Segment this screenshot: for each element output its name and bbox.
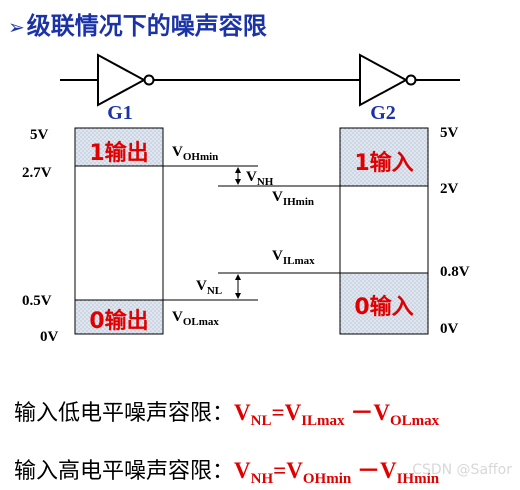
low-equation-formula: VNL=VILmax －VOLmax [234, 400, 440, 429]
input-low-band [339, 272, 429, 335]
vnl-arrow-up-icon [235, 274, 241, 280]
input-low-label: 0输入 [354, 294, 413, 320]
vnh-arrow-up-icon [235, 167, 241, 173]
output-low-label: 0输出 [89, 308, 148, 334]
voh-min-label: VOHmin [172, 144, 218, 163]
high-equation-caption: 输入高电平噪声容限： [14, 459, 235, 484]
low-equation-caption: 输入低电平噪声容限： [14, 401, 235, 426]
input-high-band [339, 127, 429, 187]
left-level-5v: 5V [30, 127, 49, 143]
vnl-arrow-down-icon [235, 293, 241, 299]
vih-min-label: VIHmin [272, 189, 314, 208]
right-level-2v: 2V [440, 181, 459, 197]
slide-title-text: 级联情况下的噪声容限 [26, 12, 267, 40]
gate-g2-label: G2 [370, 102, 396, 124]
right-level-0-8v: 0.8V [440, 264, 470, 280]
input-high-label: 1输入 [354, 150, 413, 176]
left-level-0-5v: 0.5V [22, 293, 52, 309]
gate-g1-inverter-icon [97, 53, 147, 107]
gate-g1-bubble [143, 74, 155, 86]
output-high-label: 1输出 [89, 140, 148, 166]
gate-g1-label: G1 [107, 102, 133, 124]
vol-max-label: VOLmax [172, 309, 219, 328]
left-level-2-7v: 2.7V [22, 165, 52, 181]
gate-g2-bubble [405, 74, 417, 86]
vnh-arrow-down-icon [235, 179, 241, 185]
gate-g2-inverter-icon [359, 53, 409, 107]
slide-title: ➢级联情况下的噪声容限 [8, 6, 267, 41]
right-level-5v: 5V [440, 125, 459, 141]
right-level-0v: 0V [440, 321, 459, 337]
left-level-0v: 0V [40, 329, 59, 345]
high-equation-formula: VNH=VOHmin －VIHmin [234, 458, 440, 487]
watermark: CSDN @Saffor [412, 462, 512, 478]
output-low-band [74, 299, 164, 335]
vnl-label: VNL [196, 278, 222, 297]
vnh-label: VNH [246, 169, 274, 188]
output-high-band [74, 127, 164, 167]
vil-max-label: VILmax [272, 248, 315, 267]
high-noise-margin-equation: 输入高电平噪声容限：VNH=VOHmin －VIHmin [14, 451, 439, 488]
bullet-arrow-icon: ➢ [8, 15, 25, 39]
low-noise-margin-equation: 输入低电平噪声容限：VNL=VILmax －VOLmax [14, 393, 439, 430]
